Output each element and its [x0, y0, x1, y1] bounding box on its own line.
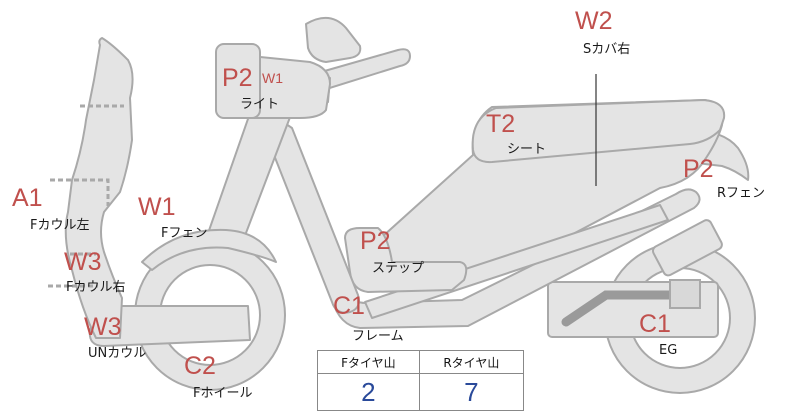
- under-cowl-name: UNカウル: [88, 346, 147, 361]
- under-cowl-code: W3: [84, 313, 122, 341]
- front-cowl: [48, 37, 134, 339]
- front-cowl-left-code: A1: [12, 184, 43, 212]
- rear-fender-name: Rフェン: [717, 186, 766, 201]
- step-shape: [344, 227, 468, 293]
- step-code: P2: [360, 227, 391, 255]
- seat-name: シート: [507, 142, 547, 157]
- engine-block: [547, 219, 723, 338]
- front-cowl-left-name: Fカウル左: [30, 218, 90, 233]
- front-cowl-right-name: Fカウル右: [66, 280, 126, 295]
- frame-code: C1: [333, 292, 365, 320]
- step-name: ステップ: [372, 261, 425, 276]
- front-fender-shape: [141, 228, 277, 271]
- side-cover-right-name: Sカバ右: [583, 42, 631, 57]
- headlight-code: P2: [222, 64, 253, 92]
- front-wheel-name: Fホイール: [193, 386, 253, 401]
- frame-name: フレーム: [352, 329, 404, 344]
- under-cowl-shape: [88, 305, 251, 347]
- front-tread-header: Fタイヤ山: [317, 350, 420, 374]
- front-wheel-code: C2: [184, 352, 216, 380]
- rear-tread-header: Rタイヤ山: [418, 350, 525, 374]
- engine-name: EG: [659, 343, 678, 358]
- engine-code: C1: [639, 310, 671, 338]
- side-cover-right-code: W2: [575, 7, 613, 35]
- front-fender-name: Fフェン: [161, 226, 208, 241]
- front-fender-code: W1: [138, 193, 176, 221]
- front-cowl-right-code: W3: [64, 248, 102, 276]
- rear-tread-value: 7: [418, 373, 525, 411]
- headlight-name: ライト: [240, 97, 280, 112]
- seat-code: T2: [486, 110, 516, 138]
- rear-fender-code: P2: [683, 155, 714, 183]
- seat-shape: [471, 99, 726, 164]
- headlight-sub-code: W1: [262, 70, 283, 86]
- front-tread-value: 2: [317, 373, 420, 411]
- tire-tread-table: Fタイヤ山 Rタイヤ山 2 7: [317, 350, 525, 411]
- headlight-housing: [215, 43, 331, 119]
- frame-tube: [267, 111, 360, 314]
